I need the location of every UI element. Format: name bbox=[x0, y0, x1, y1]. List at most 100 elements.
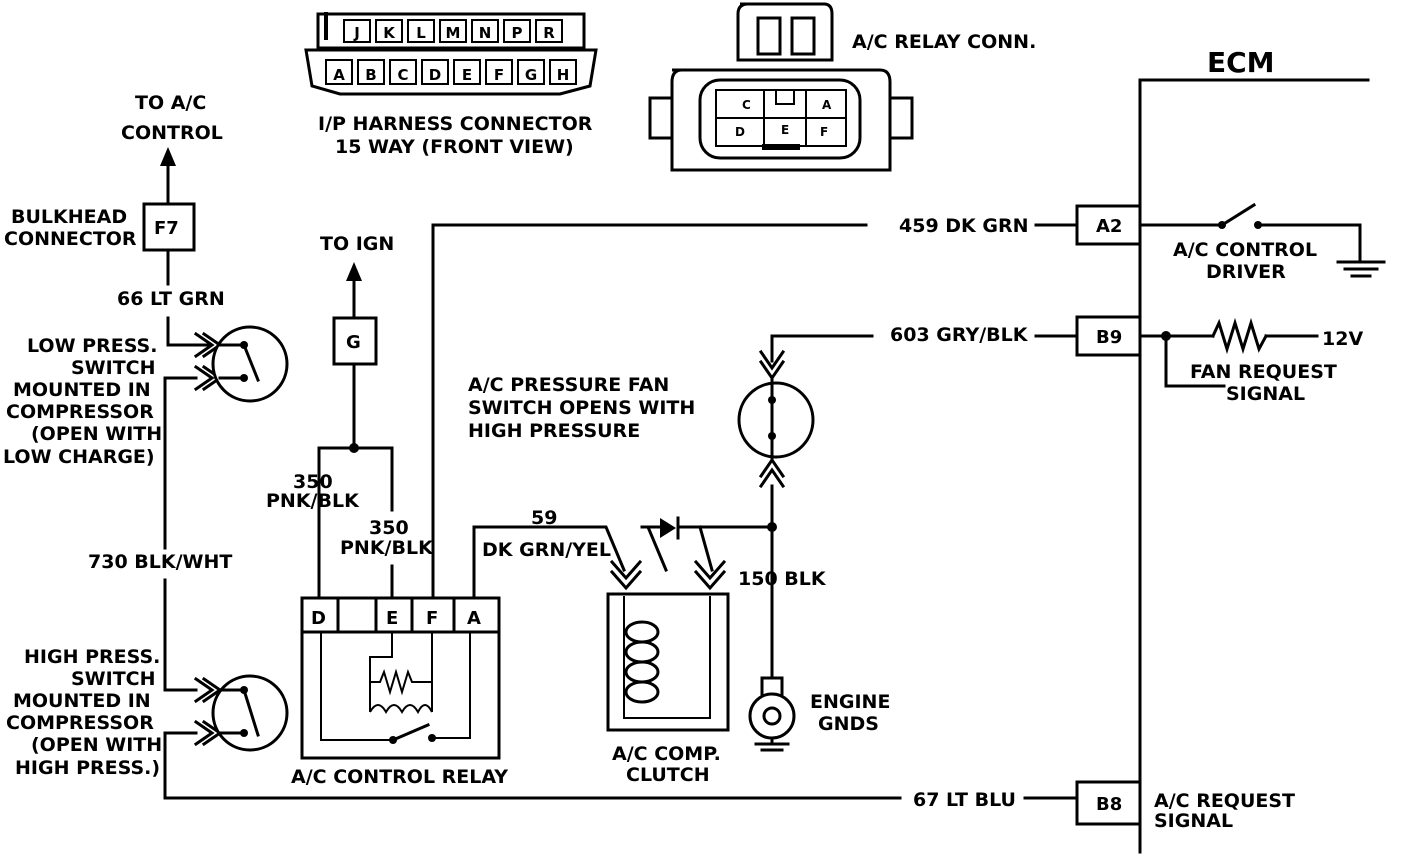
wire-459-a bbox=[431, 223, 868, 600]
relay-conn-label: A/C RELAY CONN. bbox=[852, 31, 1036, 53]
connector-chevron-icon-9 bbox=[609, 559, 643, 581]
relay-conn-key bbox=[775, 89, 795, 105]
ip-cavity-m bbox=[439, 19, 467, 43]
ip-cavity-label-b: B bbox=[365, 66, 376, 84]
ecm-pin-b8 bbox=[1075, 780, 1142, 826]
ground-hole bbox=[762, 706, 782, 726]
ip-connector-label-2: 15 WAY (FRONT VIEW) bbox=[335, 136, 574, 158]
ip-cavity-l bbox=[407, 19, 435, 43]
ip-cavity-label-a: A bbox=[333, 66, 345, 84]
relay-resistor-icon bbox=[370, 668, 432, 696]
low-press-label-1: LOW PRESS. bbox=[27, 335, 157, 357]
low-press-label-5: (OPEN WITH bbox=[31, 423, 162, 445]
clutch-right-feed bbox=[698, 525, 714, 572]
relay-contact-wire bbox=[320, 632, 391, 741]
ac-relay-connector: C A D E F A/C RELAY CONN. bbox=[648, 2, 1036, 172]
ip-cavity-label-g: G bbox=[525, 66, 537, 84]
wire-350b-label-2: PNK/BLK bbox=[340, 537, 434, 559]
connector-chevron-icon bbox=[193, 331, 215, 359]
relay-pin-f: F bbox=[426, 608, 438, 629]
high-press-label-6: HIGH PRESS.) bbox=[15, 757, 160, 779]
high-press-label-4: COMPRESSOR bbox=[6, 712, 154, 734]
engine-ground: ENGINE GNDS bbox=[748, 676, 890, 752]
low-press-label-3: MOUNTED IN bbox=[13, 379, 151, 401]
ecm-block: ECM A2 A/C CONTROL DRIVER B9 12V FAN REQ… bbox=[1075, 46, 1386, 854]
driver-ground-icon bbox=[1336, 260, 1386, 278]
relay-conn-key-2 bbox=[762, 144, 800, 150]
pullup-resistor-icon bbox=[1211, 317, 1269, 355]
wire-350b-label-1: 350 bbox=[369, 517, 409, 539]
engine-gnds-label-1: ENGINE bbox=[810, 691, 890, 713]
clutch-inner-wire bbox=[623, 596, 711, 719]
ip-cavity-label-h: H bbox=[557, 66, 570, 84]
wire-59-label-2: DK GRN/YEL bbox=[482, 539, 611, 561]
switch-blade bbox=[242, 343, 260, 382]
ip-cavity-label-k: K bbox=[383, 24, 396, 42]
wire-459-label: 459 DK GRN bbox=[899, 215, 1029, 237]
relay-pin-d: D bbox=[311, 608, 326, 629]
wire-730-label: 730 BLK/WHT bbox=[88, 551, 232, 573]
ip-connector-tab bbox=[324, 12, 328, 40]
relay-conn-latch-slot bbox=[756, 16, 782, 56]
fan-switch-note-3: HIGH PRESSURE bbox=[468, 420, 640, 442]
connector-chevron-icon-16 bbox=[758, 467, 786, 489]
fan-switch-note-2: SWITCH OPENS WITH bbox=[468, 397, 695, 419]
ip-cavity-d bbox=[421, 59, 449, 85]
ac-request-label-1: A/C REQUEST bbox=[1154, 790, 1295, 812]
wire-350a-label-2: PNK/BLK bbox=[266, 490, 360, 512]
wire-67-a bbox=[163, 731, 902, 800]
ip-cavity-label-e: E bbox=[462, 66, 472, 84]
ecm-pin-b8-label: B8 bbox=[1096, 794, 1122, 815]
relay-body bbox=[300, 596, 501, 760]
ip-cavity-b bbox=[357, 59, 385, 85]
fan-request-tap bbox=[1164, 334, 1226, 388]
wire-350-split bbox=[317, 446, 394, 600]
connector-chevron-icon-11 bbox=[693, 559, 727, 581]
relay-label: A/C CONTROL RELAY bbox=[291, 766, 508, 788]
wire-59-label-1: 59 bbox=[531, 507, 557, 529]
relay-conn-cavity-c: C bbox=[742, 98, 751, 112]
ign-pin-g bbox=[332, 316, 378, 366]
fan-request-label-2: SIGNAL bbox=[1226, 383, 1305, 405]
connector-chevron-icon-7 bbox=[193, 719, 215, 747]
ip-cavity-e bbox=[453, 59, 481, 85]
to-ign-label: TO IGN bbox=[320, 233, 394, 255]
relay-pin-e: E bbox=[386, 608, 398, 629]
relay-coil-icon bbox=[369, 704, 433, 715]
clutch-body bbox=[606, 592, 730, 732]
wire-350a-label-1: 350 bbox=[293, 471, 333, 493]
bulkhead-label-2: CONNECTOR bbox=[4, 228, 137, 250]
bulkhead-pin-f7-label: F7 bbox=[154, 218, 179, 239]
bulkhead-label-1: BULKHEAD bbox=[11, 206, 127, 228]
switch-blade-2 bbox=[242, 688, 260, 737]
ip-cavity-j bbox=[343, 19, 371, 43]
connector-chevron-icon-13 bbox=[758, 349, 786, 371]
ac-comp-clutch: A/C COMP. CLUTCH bbox=[606, 559, 730, 786]
relay-conn-latch bbox=[736, 2, 834, 62]
ac-control-relay: D E F A A/C CONTROL RELAY bbox=[291, 596, 508, 788]
ip-cavity-r bbox=[535, 19, 563, 43]
ip-cavity-h bbox=[549, 59, 577, 85]
fan-request-label-1: FAN REQUEST bbox=[1190, 361, 1337, 383]
ign-pin-g-label: G bbox=[346, 332, 361, 353]
ac-request-label-2: SIGNAL bbox=[1154, 810, 1233, 832]
clutch-label-1: A/C COMP. bbox=[612, 743, 721, 765]
relay-coil-wire bbox=[369, 632, 393, 712]
low-press-label-2: SWITCH bbox=[71, 357, 156, 379]
clutch-label-2: CLUTCH bbox=[626, 764, 710, 786]
relay-conn-cavity-e: E bbox=[781, 123, 789, 137]
relay-conn-latch-slot-2 bbox=[790, 16, 816, 56]
arrow-up-icon bbox=[160, 147, 176, 166]
ecm-title: ECM bbox=[1207, 46, 1275, 79]
to-ac-control-label-1: TO A/C bbox=[135, 92, 206, 114]
connector-chevron-icon-15 bbox=[758, 457, 786, 479]
ip-cavity-label-l: L bbox=[416, 24, 426, 42]
high-press-label-3: MOUNTED IN bbox=[13, 690, 151, 712]
switch-contact-4 bbox=[240, 729, 248, 737]
ac-pressure-fan-switch: A/C PRESSURE FAN SWITCH OPENS WITH HIGH … bbox=[468, 349, 815, 489]
engine-gnds-label-2: GNDS bbox=[818, 713, 879, 735]
ip-cavity-label-r: R bbox=[543, 24, 555, 42]
